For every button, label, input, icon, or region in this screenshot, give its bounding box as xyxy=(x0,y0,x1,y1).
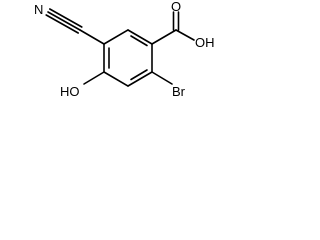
nitrile-single-bond xyxy=(79,29,105,45)
nitrile-triple-bond xyxy=(47,11,81,31)
ring-inner-double-bond xyxy=(130,35,148,47)
ring-inner-double-bond xyxy=(130,69,148,81)
nitrogen-label: N xyxy=(34,2,43,17)
structure-diagram: N O OH HO Br xyxy=(0,0,234,138)
nitrile-triple-bond xyxy=(45,14,79,34)
ring-bond xyxy=(127,29,153,45)
ring-bond xyxy=(103,29,129,45)
phenol-bond xyxy=(83,71,105,85)
phenol-hydroxyl-label: HO xyxy=(60,84,80,99)
ring-bond xyxy=(103,71,129,87)
nitrile-triple-bond xyxy=(48,8,83,28)
hydroxyl-bond xyxy=(175,29,195,41)
carboxyl-hydroxyl-label: OH xyxy=(195,35,215,50)
ring-bond xyxy=(127,71,153,87)
bromine-bond xyxy=(151,71,173,85)
molecule-drawing: N O OH HO Br xyxy=(34,0,215,99)
bromine-label: Br xyxy=(172,84,186,99)
carboxyl-single-bond xyxy=(151,29,177,45)
carbonyl-oxygen-label: O xyxy=(171,0,181,14)
